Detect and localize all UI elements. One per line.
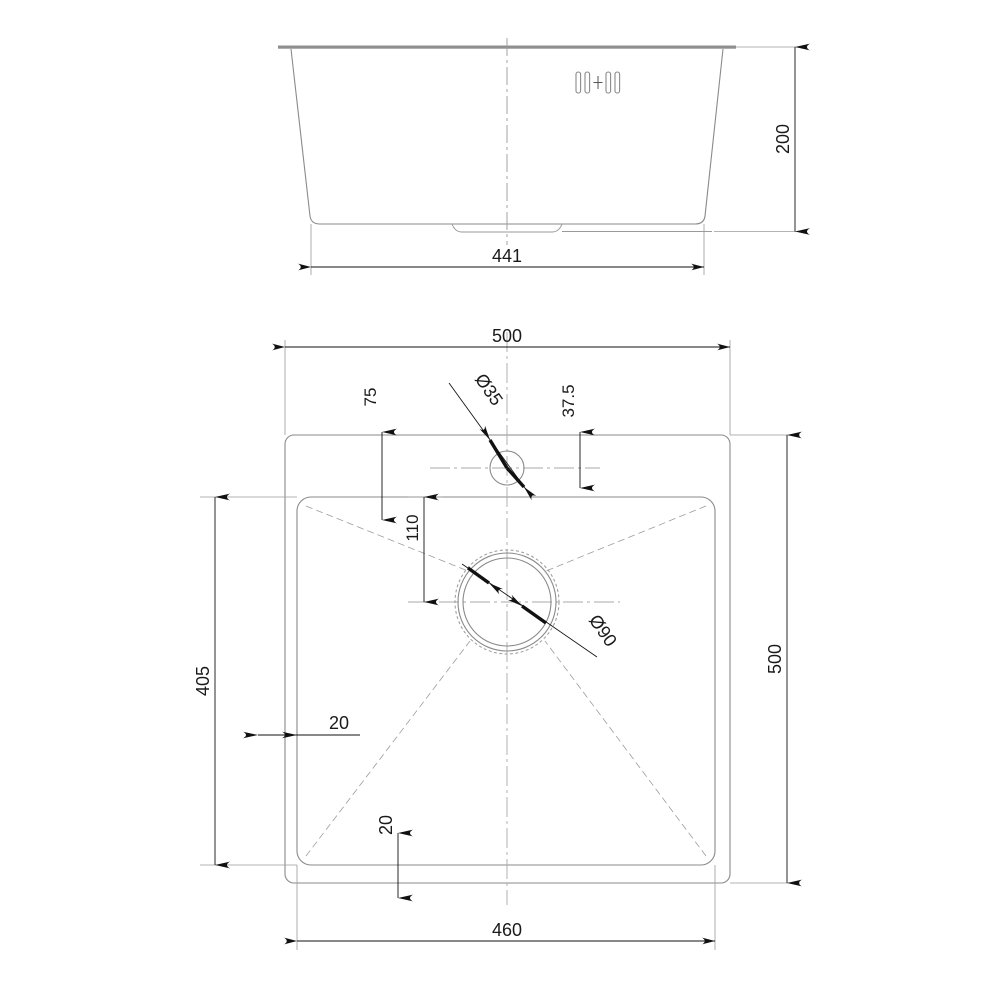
dimension-width-441: 441 <box>298 224 705 275</box>
dim-label-200: 200 <box>773 124 793 154</box>
dimension-405: 405 <box>193 493 297 869</box>
top-view: 500 75 37.5 Ø35 110 <box>193 326 802 950</box>
top-outer-plate <box>284 434 731 884</box>
bowl-slope-lines <box>305 505 707 857</box>
dimension-rim-left-20: 20 <box>243 713 360 739</box>
slope-line-bl <box>305 640 471 857</box>
dimension-460: 460 <box>284 865 716 950</box>
front-view: 200 441 <box>278 38 810 275</box>
dim-label-75: 75 <box>361 388 380 407</box>
leader-arrow-dia90-b <box>507 594 547 625</box>
dim-label-500-top: 500 <box>492 326 522 346</box>
dim-label-dia35: Ø35 <box>471 370 507 409</box>
dim-label-500-right: 500 <box>765 644 785 674</box>
dim-label-37-5: 37.5 <box>559 384 578 417</box>
dimension-width-500: 500 <box>272 326 731 435</box>
dimension-depth-500: 500 <box>730 431 802 887</box>
dimension-37-5: 37.5 <box>559 384 595 492</box>
tap-hole <box>489 450 525 486</box>
overflow-slot-2 <box>584 71 591 94</box>
overflow-slot-3 <box>605 71 612 94</box>
front-drain-recess <box>451 223 563 233</box>
dim-label-rim-left-20: 20 <box>329 713 349 733</box>
dimension-rim-bottom-20: 20 <box>376 815 413 902</box>
dimension-110: 110 <box>403 493 443 606</box>
top-bowl-outline <box>296 496 716 866</box>
dim-label-110: 110 <box>403 514 422 541</box>
drain-mid-circle <box>457 552 557 652</box>
overflow-slot-1 <box>575 71 582 94</box>
dim-label-rim-bottom-20: 20 <box>376 815 396 835</box>
dimension-75: 75 <box>361 388 397 524</box>
tap-hole-circle <box>489 450 525 486</box>
dim-label-460: 460 <box>492 920 522 940</box>
slope-line-br <box>544 640 707 857</box>
dim-label-dia90: Ø90 <box>585 611 621 650</box>
dim-label-405: 405 <box>193 666 213 696</box>
dimension-height-200: 200 <box>714 43 810 235</box>
slope-line-tl <box>305 505 469 572</box>
leader-arrow-dia35-a <box>479 425 509 469</box>
leader-arrow-dia90-a <box>467 566 504 595</box>
drain-hole <box>454 549 560 655</box>
overflow-slot-4 <box>614 71 621 94</box>
drain-inner-circle <box>462 557 552 647</box>
drain-outer-dashed-circle <box>454 549 560 655</box>
leader-dia90: Ø90 <box>461 563 621 658</box>
overflow-slots-icon <box>575 71 621 94</box>
slope-line-tr <box>545 505 707 572</box>
leader-arrow-dia35-b <box>505 466 537 501</box>
leader-dia35: Ø35 <box>448 370 537 501</box>
front-bowl-outline <box>290 48 724 225</box>
dim-label-441: 441 <box>492 246 522 266</box>
